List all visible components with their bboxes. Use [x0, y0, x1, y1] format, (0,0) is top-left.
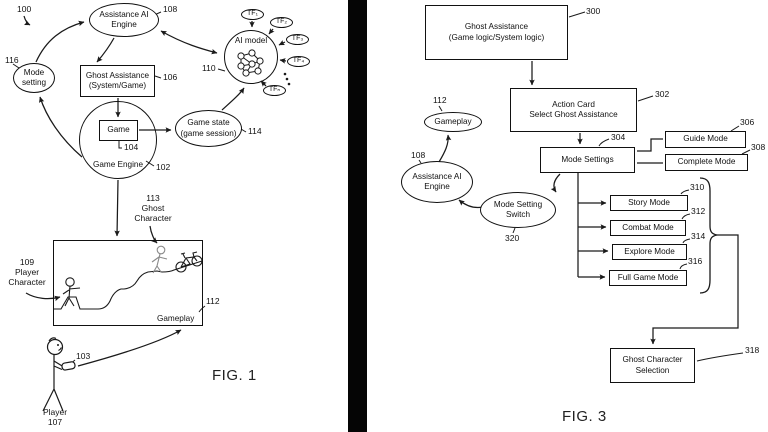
- fig1-game-engine-label: Game Engine: [92, 160, 144, 169]
- fig1-ref-110: 110: [202, 63, 216, 73]
- fig1-ref-112: 112: [206, 296, 220, 306]
- fig1-caption: FIG. 1: [212, 367, 257, 384]
- fig3-ref-108: 108: [411, 150, 426, 160]
- fig1-tf3-node: TF₃: [286, 34, 309, 45]
- fig3-complete-mode-node: Complete Mode: [665, 154, 748, 171]
- fig1-game-state-node: Game state (game session): [175, 110, 242, 147]
- player-character-icon: [62, 277, 81, 307]
- terrain-line: [54, 260, 203, 310]
- fig1-gameplay-label: Gameplay: [157, 314, 195, 323]
- fig1-tf1-node: TF₁: [241, 9, 264, 20]
- fig3-ref-306: 306: [740, 117, 755, 127]
- ghost-character-icon: [151, 245, 168, 274]
- fig1-gameplay-screen: [53, 240, 203, 326]
- fig1-ref-102: 102: [156, 162, 171, 172]
- fig1-ref-103: 103: [76, 351, 91, 361]
- fig1-mode-setting-node: Mode setting: [13, 63, 55, 93]
- fig3-assistance-ai-engine-node: Assistance AI Engine: [401, 161, 473, 203]
- fig3-ref-310: 310: [690, 182, 705, 192]
- fig3-guide-mode-node: Guide Mode: [665, 131, 746, 148]
- fig3-ref-302: 302: [655, 89, 670, 99]
- fig3-ref-112: 112: [433, 95, 447, 105]
- fig1-ref-106: 106: [163, 72, 178, 82]
- fig3-gameplay-node: Gameplay: [424, 112, 482, 132]
- tf-ellipsis-dots: [283, 72, 291, 86]
- fig3-ref-300: 300: [586, 6, 601, 16]
- fig3-leader-ticks: [418, 11, 751, 362]
- fig1-ai-model-label: AI model: [234, 36, 268, 45]
- fig3-mode-setting-switch-node: Mode Setting Switch: [480, 192, 556, 228]
- fig1-ai-model-circle: [224, 30, 278, 84]
- player-figure-icon: [42, 337, 76, 412]
- fig1-assistance-ai-engine-node: Assistance AI Engine: [89, 3, 159, 37]
- fig3-ref-316: 316: [688, 256, 703, 266]
- fig3-ghost-assistance-node: Ghost Assistance (Game logic/System logi…: [425, 5, 568, 60]
- fig3-full-game-mode-node: Full Game Mode: [609, 270, 687, 286]
- gameplay-scene: [54, 245, 203, 310]
- fig3-action-card-node: Action Card Select Ghost Assistance: [510, 88, 637, 132]
- fig3-ref-312: 312: [691, 206, 706, 216]
- fig1-player-label: Player 107: [42, 407, 68, 427]
- fig1-ref-108: 108: [163, 4, 178, 14]
- fig1-game-engine-circle: [79, 101, 157, 179]
- fig3-combat-mode-node: Combat Mode: [610, 220, 686, 236]
- game-controller-icon: [61, 361, 76, 371]
- fig3-story-mode-node: Story Mode: [610, 195, 688, 211]
- modes-brace: [699, 177, 718, 294]
- fig1-tf4-node: TF₄: [287, 56, 310, 67]
- fig3-ref-314: 314: [691, 231, 706, 241]
- fig1-tfn-node: TFₙ: [263, 85, 286, 96]
- fig3-ref-304: 304: [611, 132, 626, 142]
- fig3-ref-320: 320: [505, 233, 520, 243]
- fig1-ghost-character-label: 113 Ghost Character: [134, 193, 172, 223]
- fig1-ref-116: 116: [5, 55, 19, 65]
- fig3-ref-308: 308: [751, 142, 766, 152]
- fig1-tf2-node: TF₂: [270, 17, 293, 28]
- fig3-ghost-character-selection-node: Ghost Character Selection: [610, 348, 695, 383]
- figure-divider-bar: [348, 0, 367, 432]
- fig1-game-node: Game: [99, 120, 138, 141]
- fig3-ref-318: 318: [745, 345, 760, 355]
- fig3-arrows: [438, 61, 739, 345]
- fig1-ref-100: 100: [17, 4, 32, 14]
- fig1-ref-104: 104: [124, 142, 139, 152]
- fig3-mode-settings-node: Mode Settings: [540, 147, 635, 173]
- fig1-ref-114: 114: [248, 126, 262, 136]
- fig1-ghost-assistance-node: Ghost Assistance (System/Game): [80, 65, 155, 97]
- fig1-player-character-label: 109 Player Character: [8, 257, 46, 287]
- fig3-explore-mode-node: Explore Mode: [612, 244, 687, 260]
- fig3-caption: FIG. 3: [562, 408, 607, 425]
